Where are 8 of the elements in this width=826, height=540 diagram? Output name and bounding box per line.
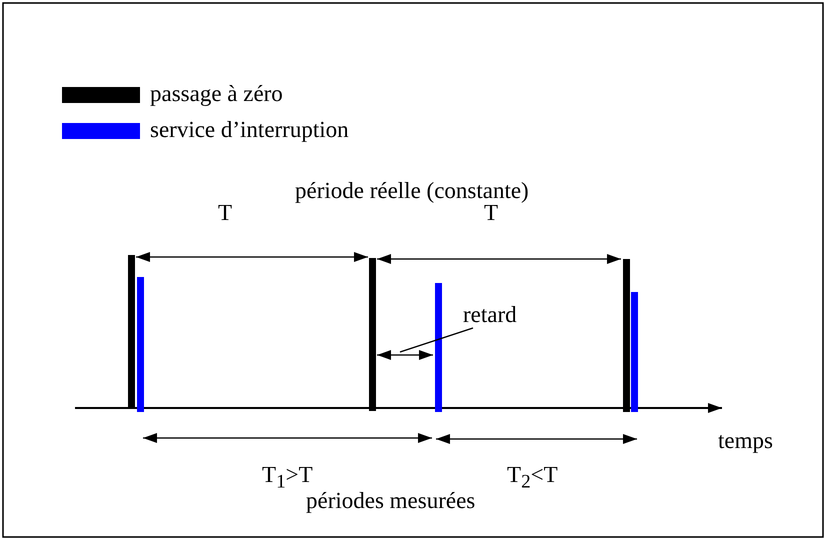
- delay-dimension-arrow: [377, 350, 433, 360]
- leader-line: [400, 327, 474, 353]
- legend-label: passage à zéro: [150, 81, 283, 107]
- dimension-label: T$_{2}$<T: [507, 462, 558, 495]
- axis-label: temps: [718, 428, 773, 454]
- callout-label: retard: [463, 302, 517, 328]
- dimension-label: T: [218, 200, 232, 226]
- legend-label: service d’interruption: [150, 117, 349, 143]
